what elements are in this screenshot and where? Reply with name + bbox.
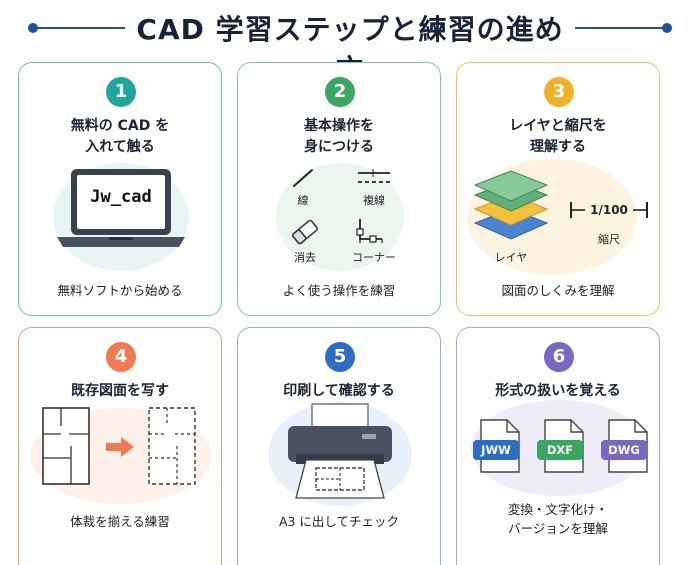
step-card-2: 2 基本操作を 身につける 線 複線 消去 コーナー よく使う操作を練習: [237, 62, 441, 316]
header-rule-right: [575, 27, 670, 29]
step-card-6: 6 形式の扱いを覚える JWW DXF DWG 変換・文字化け・ バージョンを理…: [456, 327, 660, 565]
step-title: 基本操作を 身につける: [244, 116, 434, 158]
step-title: 印刷して確認する: [244, 381, 434, 402]
step-title: レイヤと縮尺を 理解する: [463, 116, 653, 158]
step-title-line: 印刷して確認する: [283, 383, 395, 399]
floorplan-original-icon: [42, 407, 90, 485]
step-caption: A3 に出してチェック: [278, 514, 400, 529]
eraser-icon: [292, 219, 318, 245]
header-dot-left: [28, 23, 38, 33]
step-title-line: レイヤと縮尺を: [509, 118, 607, 134]
step-caption: 無料ソフトから始める: [57, 283, 183, 298]
page-header: CAD 学習ステップと練習の進め方: [0, 0, 700, 86]
format-label-jww: JWW: [473, 440, 519, 460]
offset-line-tool-icon: [358, 169, 390, 183]
printer-icon: [288, 403, 392, 499]
dxf-file-icon: DXF: [537, 418, 585, 474]
header-rule-left: [30, 27, 125, 29]
scale-label: 縮尺: [598, 233, 620, 246]
line-tool-icon: [293, 169, 313, 187]
corner-tool-icon: [356, 219, 383, 243]
step-number-badge: 6: [544, 342, 574, 372]
step-card-5: 5 印刷して確認する A3 に出してチェック: [237, 327, 441, 565]
floorplan-copy-icon: [148, 407, 196, 485]
jww-file-icon: JWW: [473, 418, 521, 474]
arrow-right-icon: [106, 437, 134, 457]
step-title-line: 無料の CAD を: [70, 118, 170, 134]
tool-label-offset: 複線: [363, 194, 385, 207]
tool-label-line: 線: [297, 194, 309, 207]
step-caption: 体裁を揃える練習: [70, 514, 170, 529]
step-number-badge: 1: [106, 77, 136, 107]
step-title-line: 形式の扱いを覚える: [495, 383, 621, 399]
step-card-1: 1 無料の CAD を 入れて触る Jw_cad 無料ソフトから始める: [18, 62, 222, 316]
step-title: 既存図面を写す: [25, 381, 215, 402]
step-caption: 変換・文字化け・ バージョンを理解: [463, 500, 653, 538]
step-caption-line: 変換・文字化け・: [507, 502, 608, 517]
step-card-3: 3 レイヤと縮尺を 理解する レイヤ 1/100 縮尺 図面のしくみを理解: [456, 62, 660, 316]
step-caption: 図面のしくみを理解: [501, 283, 615, 298]
header-dot-right: [662, 23, 672, 33]
step-number-badge: 5: [325, 342, 355, 372]
step-caption: よく使う操作を練習: [282, 283, 396, 298]
step-title: 形式の扱いを覚える: [463, 381, 653, 402]
tool-label-corner: コーナー: [352, 251, 396, 264]
step-title-line: 既存図面を写す: [71, 383, 169, 399]
step-number-badge: 4: [106, 342, 136, 372]
laptop-screen-text: Jw_cad: [90, 187, 152, 207]
step-caption-line: バージョンを理解: [508, 521, 608, 536]
layers-icon: [473, 170, 549, 240]
dwg-file-icon: DWG: [601, 418, 649, 474]
step-title-line: 身につける: [304, 139, 374, 155]
scale-bar-icon: [570, 202, 648, 218]
format-label-dwg: DWG: [601, 440, 647, 460]
format-label-dxf: DXF: [537, 440, 583, 460]
step-title: 無料の CAD を 入れて触る: [25, 116, 215, 158]
step-title-line: 入れて触る: [85, 139, 155, 155]
laptop-icon: [57, 169, 185, 247]
step-number-badge: 2: [325, 77, 355, 107]
step-title-line: 基本操作を: [304, 118, 374, 134]
step-number-badge: 3: [544, 77, 574, 107]
tool-label-erase: 消去: [294, 251, 316, 264]
step-card-4: 4 既存図面を写す 体裁を揃える練習: [18, 327, 222, 565]
background-blob: [276, 163, 404, 271]
layers-label: レイヤ: [494, 251, 528, 264]
step-title-line: 理解する: [530, 139, 586, 155]
scale-value: 1/100: [590, 203, 628, 217]
